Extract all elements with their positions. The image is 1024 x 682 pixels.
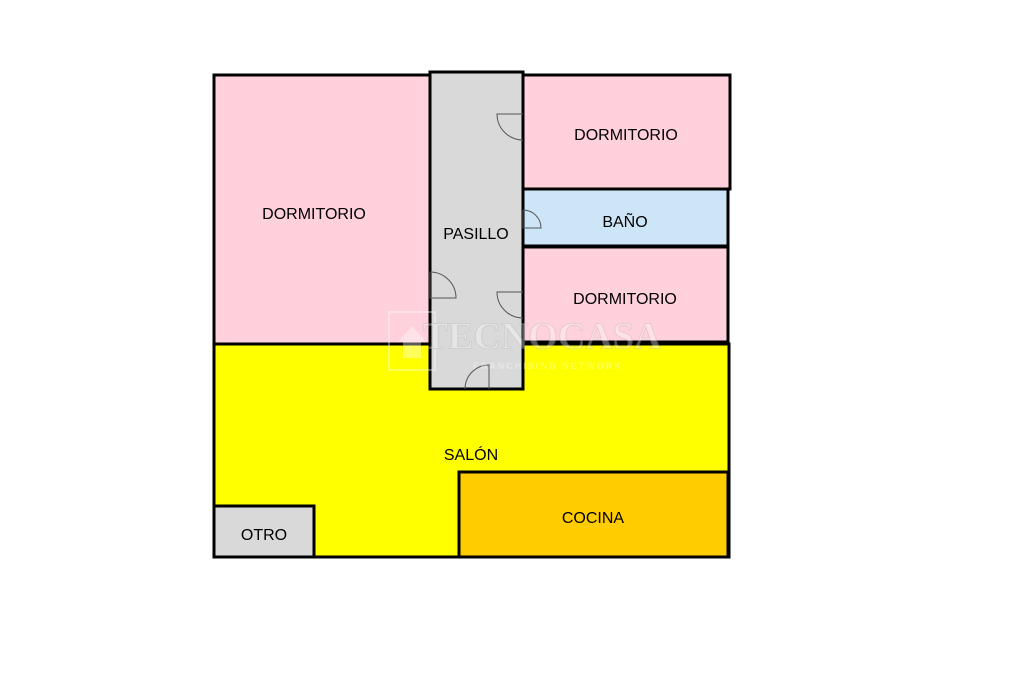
watermark-brand: TECNOCASA [423, 316, 662, 358]
door-swing-bano [522, 209, 542, 229]
label-otro: OTRO [241, 527, 287, 544]
label-dormitorio-mid-right: DORMITORIO [573, 291, 677, 308]
house-icon [398, 326, 426, 358]
door-swing-salon [464, 364, 490, 390]
watermark-logo-box [388, 311, 436, 371]
room-dormitorio-mid-right [521, 245, 730, 344]
label-dormitorio-top-right: DORMITORIO [574, 127, 678, 144]
label-salon: SALÓN [444, 445, 498, 464]
door-swing-left-bedroom [429, 271, 457, 299]
room-cocina [457, 470, 730, 559]
door-swings [429, 113, 542, 390]
room-dormitorio-left [212, 73, 432, 346]
watermark-tagline: FRANCHISING NETWORK [473, 361, 623, 371]
room-otro [212, 504, 316, 559]
label-cocina: COCINA [562, 510, 625, 527]
room-pasillo [428, 70, 525, 391]
label-dormitorio-left: DORMITORIO [262, 206, 366, 223]
watermark: TECNOCASA FRANCHISING NETWORK [388, 311, 662, 371]
label-bano: BAÑO [602, 211, 647, 231]
door-swing-top-right [496, 113, 524, 141]
label-pasillo: PASILLO [443, 226, 509, 243]
door-swing-mid-right [496, 291, 524, 319]
